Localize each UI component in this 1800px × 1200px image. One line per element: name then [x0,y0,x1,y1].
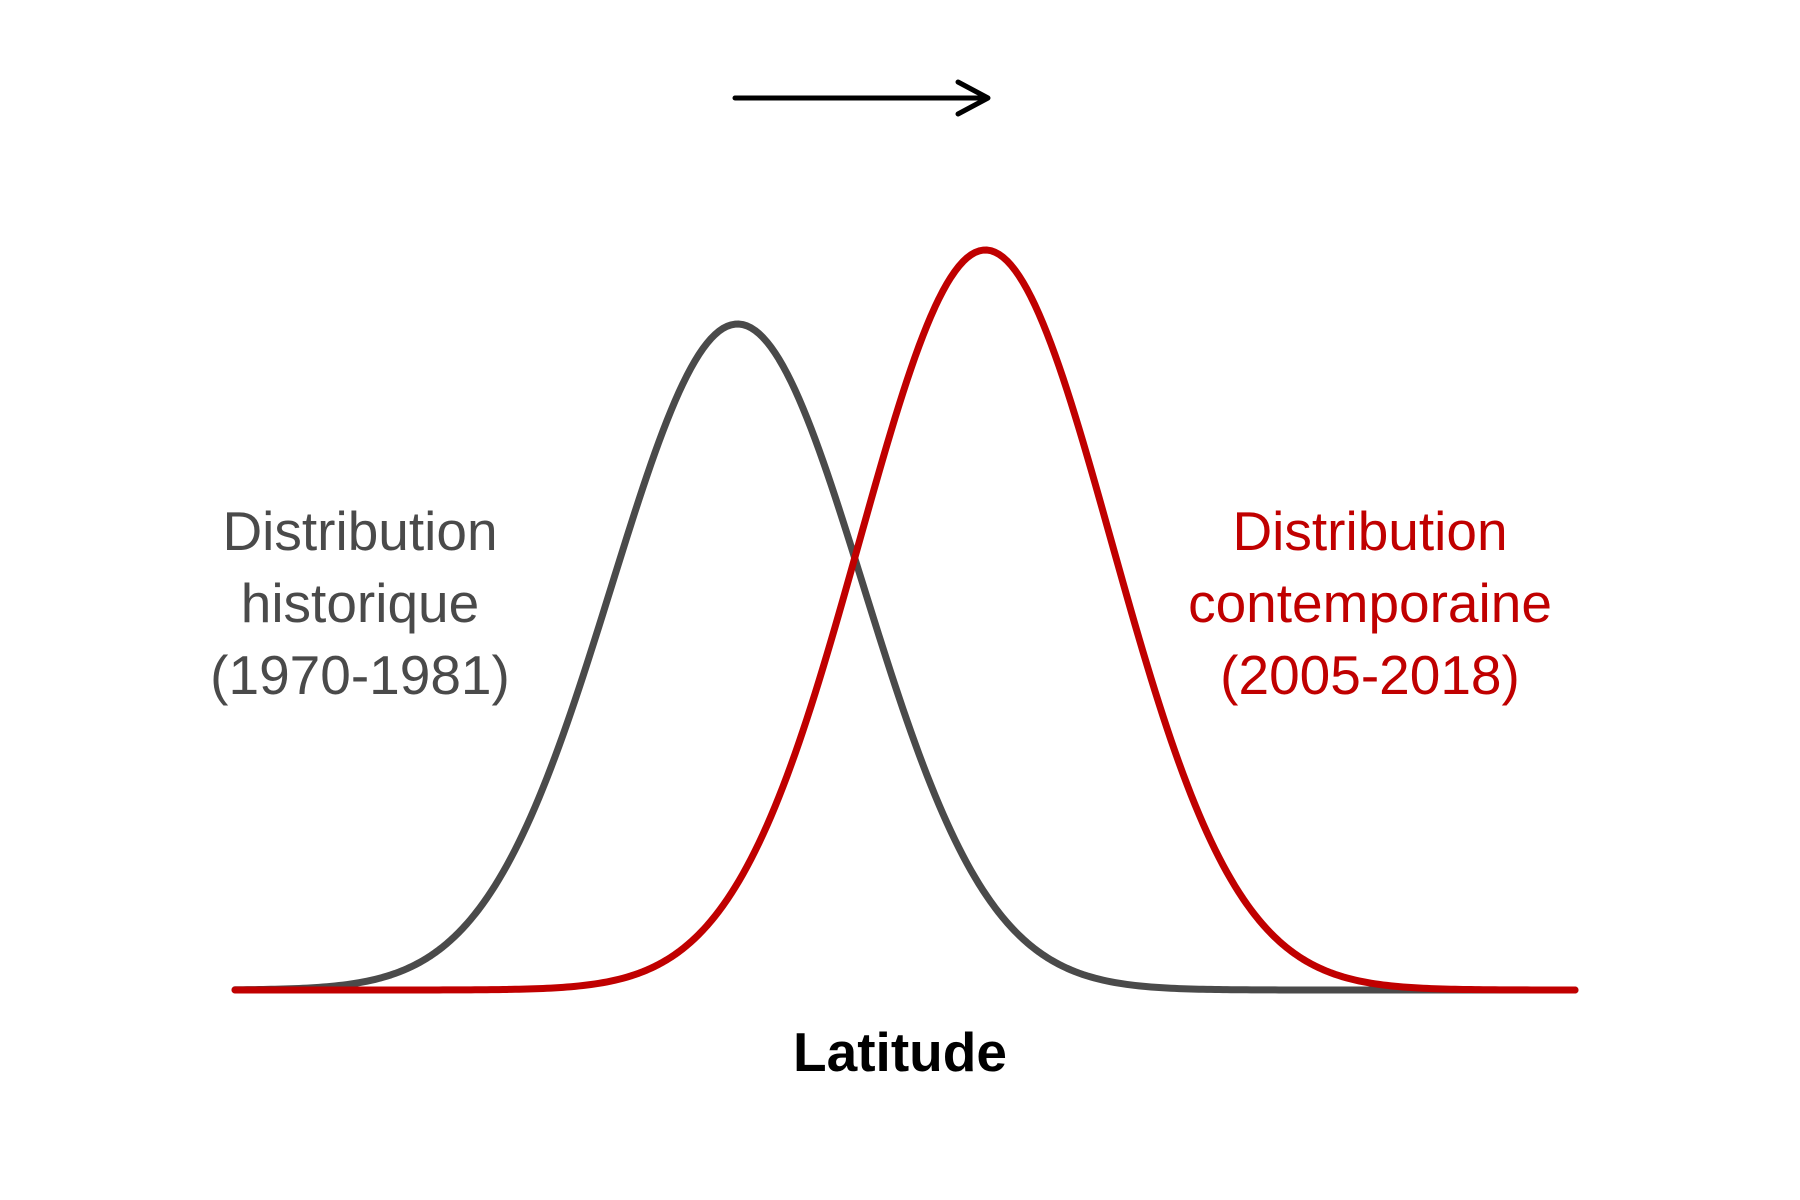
historical-distribution-curve [231,320,1579,994]
contemporary-label-line-3: (2005-2018) [1220,644,1520,706]
historical-label-line-3: (1970-1981) [210,644,510,706]
historical-label-line-2: historique [240,572,480,634]
contemporary-distribution-label: Distribution contemporaine (2005-2018) [1140,495,1600,711]
x-axis-label: Latitude [793,1021,1007,1083]
shift-arrow-head [955,79,991,117]
contemporary-label-line-1: Distribution [1232,500,1508,562]
historical-distribution-label: Distribution historique (1970-1981) [160,495,560,711]
contemporary-label-line-2: contemporaine [1188,572,1552,634]
shift-arrow [732,79,991,117]
historical-label-line-1: Distribution [222,500,498,562]
contemporary-distribution-curve [231,246,1579,994]
